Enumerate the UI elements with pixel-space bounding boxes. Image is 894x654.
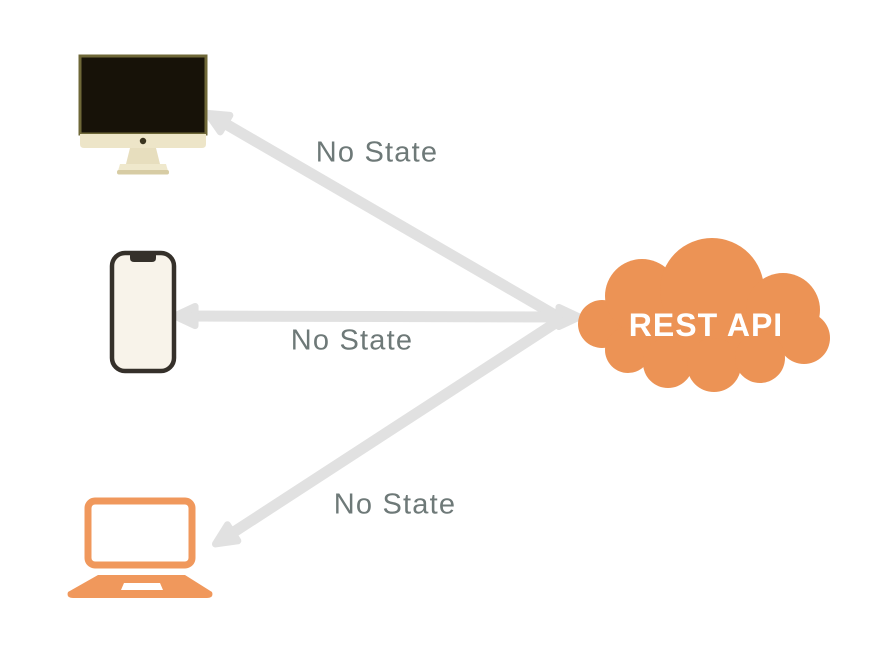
rest-api-label: REST API bbox=[629, 307, 783, 343]
arrow-desktop-to-cloud bbox=[203, 109, 563, 323]
desktop-monitor-icon bbox=[78, 54, 208, 175]
no-state-label-laptop: No State bbox=[333, 488, 457, 521]
arrow-laptop-to-cloud bbox=[211, 315, 563, 548]
arrow-phone-to-cloud bbox=[171, 302, 583, 331]
no-state-label-phone: No State bbox=[290, 324, 414, 357]
laptop-icon bbox=[67, 497, 213, 598]
no-state-label-desktop: No State bbox=[315, 136, 439, 169]
rest-api-cloud: REST API bbox=[578, 238, 830, 392]
cloud-shape bbox=[578, 238, 830, 392]
smartphone-icon bbox=[109, 250, 177, 374]
